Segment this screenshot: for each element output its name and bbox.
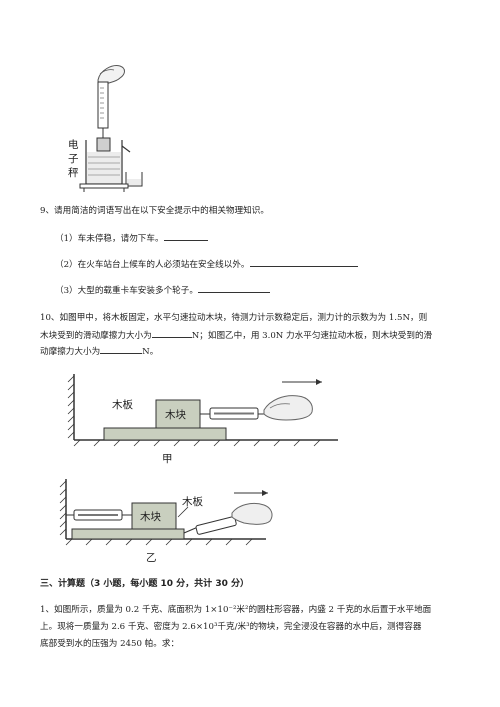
caption-jia: 甲 <box>162 453 173 465</box>
wooden-block <box>131 502 177 530</box>
q9-answer-blank-1[interactable] <box>163 231 208 241</box>
calc1-line-1: 1、如图所示，质量为 0.2 千克、底面积为 1×10⁻²米²的圆柱形容器，内盛… <box>40 605 432 615</box>
figure-spring-scale-beaker: 电 子 秤 <box>68 65 143 192</box>
wooden-board <box>103 427 227 441</box>
scale-label: 电 <box>68 138 79 151</box>
q9-item-2: （2）在火车站台上候车的人必须站在安全线以外。 <box>55 257 358 271</box>
calc1-line-2: 上。现将一质量为 2.6 千克、密度为 2.6×10³千克/米³的物块，完全浸没… <box>40 622 422 632</box>
figure-jia: 木板 木块 甲 <box>67 374 338 465</box>
hand-jia <box>263 395 313 421</box>
figure-yi: 木板 木块 乙 <box>59 479 273 564</box>
q9-item-1: （1）车未停稳，请勿下车。 <box>55 231 208 245</box>
calc1-line-3: 底部受到水的压强为 2450 帕。求： <box>40 639 180 649</box>
q9-stem: 9、请用简洁的词语写出在以下安全提示中的相关物理知识。 <box>40 206 269 216</box>
label-board-yi: 木板 <box>182 495 203 508</box>
q9-item-3: （3）大型的载重卡车安装多个轮子。 <box>55 283 270 297</box>
wooden-block <box>155 399 201 429</box>
label-board-jia: 木板 <box>112 398 133 411</box>
q10-answer-blank-2[interactable] <box>100 344 143 354</box>
electronic-scale <box>79 183 129 189</box>
q9-answer-blank-2[interactable] <box>249 257 358 267</box>
small-beaker <box>125 172 143 187</box>
svg-text:子: 子 <box>68 153 79 165</box>
label-block-yi: 木块 <box>140 511 161 523</box>
spring-scale <box>97 81 109 129</box>
caption-yi: 乙 <box>146 552 157 564</box>
wooden-board <box>71 528 185 540</box>
metal-block <box>96 137 111 152</box>
svg-text:秤: 秤 <box>68 167 79 179</box>
hand-yi <box>231 502 273 525</box>
q10-answer-blank-1[interactable] <box>151 328 192 338</box>
q10-line-1: 10、如图甲中，将木板固定，水平匀速拉动木块，待测力计示数稳定后，测力计的示数为… <box>40 313 428 323</box>
section-3-title: 三、计算题（3 小题，每小题 10 分，共计 30 分） <box>40 579 249 589</box>
label-block-jia: 木块 <box>165 409 186 421</box>
pulling-scale-yi <box>195 516 237 535</box>
q9-answer-blank-3[interactable] <box>197 283 270 293</box>
